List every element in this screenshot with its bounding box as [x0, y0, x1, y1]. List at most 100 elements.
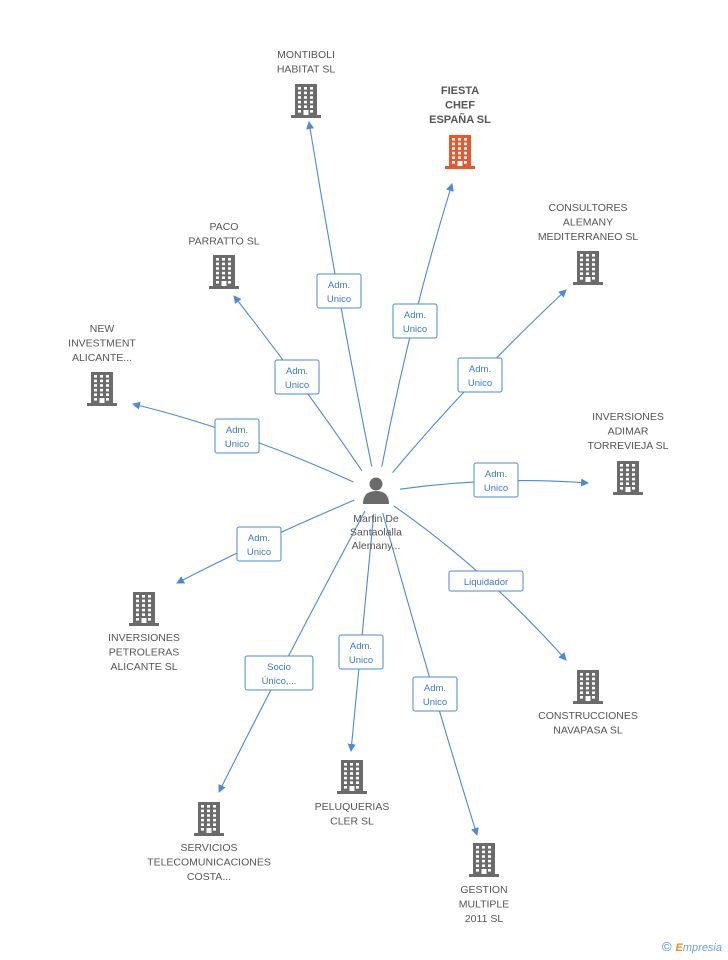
relation-box: [392, 303, 438, 339]
relation-label-gestion[interactable]: Adm. Unico: [412, 676, 458, 712]
relation-label-montiboli[interactable]: Adm. Unico: [316, 273, 362, 309]
company-icon-construcciones[interactable]: [573, 670, 603, 704]
relation-box: [274, 359, 320, 395]
company-icon-inversiones-adimar[interactable]: [613, 461, 643, 495]
relation-box: [214, 418, 260, 454]
company-name-line: MULTIPLE: [459, 899, 510, 911]
company-label-consultores[interactable]: CONSULTORES ALEMANY MEDITERRANEO SL: [538, 202, 639, 243]
company-name-line: ALICANTE...: [72, 352, 132, 364]
relation-text: Adm.: [350, 641, 372, 652]
company-name-line: TELECOMUNICACIONES: [147, 857, 271, 869]
relation-label-inversiones-adimar[interactable]: Adm. Unico: [473, 462, 519, 498]
relation-text: Adm.: [469, 364, 491, 375]
relation-text: Unico: [468, 378, 492, 389]
company-icon-new-investment[interactable]: [87, 372, 117, 406]
copyright-icon: ©: [661, 939, 672, 954]
company-label-new-investment[interactable]: NEW INVESTMENT ALICANTE...: [68, 323, 136, 364]
relation-text: Liquidador: [464, 577, 508, 588]
relation-label-fiesta[interactable]: Adm. Unico: [392, 303, 438, 339]
relation-label-inversiones-petroleras[interactable]: Adm. Unico: [236, 526, 282, 562]
relation-text: Adm.: [328, 280, 350, 291]
person-icon: [363, 477, 389, 504]
company-name-line: PELUQUERIAS: [315, 801, 390, 813]
relation-label-paco[interactable]: Adm. Unico: [274, 359, 320, 395]
company-label-construcciones[interactable]: CONSTRUCCIONES NAVAPASA SL: [538, 710, 638, 737]
relation-label-servicios[interactable]: SocioÚnico,...: [244, 655, 314, 691]
company-name-line: COSTA...: [187, 871, 231, 883]
relation-label-consultores[interactable]: Adm. Unico: [457, 357, 503, 393]
person-node[interactable]: Martin De SantaolallaAlemany...: [350, 477, 402, 553]
company-name-line: CONSULTORES: [549, 202, 628, 214]
company-name-line: ALEMANY: [563, 217, 613, 229]
company-name-line: CONSTRUCCIONES: [538, 710, 638, 722]
person-name-line: Martin De: [353, 513, 399, 525]
company-name-line: SERVICIOS: [181, 842, 238, 854]
company-name-line: FIESTA: [441, 85, 479, 97]
company-label-servicios[interactable]: SERVICIOS TELECOMUNICACIONES COSTA...: [147, 842, 271, 883]
company-name-line: GESTION: [460, 884, 507, 896]
company-name-line: PARRATTO SL: [188, 236, 259, 248]
relation-box: [473, 462, 519, 498]
brand-watermark: ©Empresia: [662, 939, 722, 954]
relation-box: [457, 357, 503, 393]
relation-text: Unico: [285, 380, 309, 391]
relation-text: Unico: [484, 483, 508, 494]
company-label-montiboli[interactable]: MONTIBOLI HABITAT SL: [277, 49, 336, 76]
relation-text: Unico: [327, 294, 351, 305]
brand-name: mpresia: [682, 942, 722, 954]
relation-text: Socio: [267, 662, 291, 673]
company-name-line: HABITAT SL: [277, 64, 336, 76]
relation-text: Unico: [225, 439, 249, 450]
person-name-line: Santaolalla: [350, 527, 402, 539]
relation-box: [236, 526, 282, 562]
relation-text: Unico: [423, 697, 447, 708]
edge-gestion: [382, 512, 479, 836]
company-name-line: NEW: [90, 323, 115, 335]
relation-label-new-investment[interactable]: Adm. Unico: [214, 418, 260, 454]
relation-text: Unico: [247, 547, 271, 558]
relation-box: [448, 570, 524, 592]
company-name-line: MONTIBOLI: [277, 49, 335, 61]
company-icon-paco[interactable]: [209, 255, 239, 289]
relation-box: [412, 676, 458, 712]
brand-initial: E: [675, 942, 683, 954]
company-icon-montiboli[interactable]: [291, 84, 321, 118]
relation-box: [244, 655, 314, 691]
company-label-inversiones-petroleras[interactable]: INVERSIONES PETROLERAS ALICANTE SL: [108, 632, 180, 673]
person-name-line: Alemany...: [352, 540, 401, 552]
company-name-line: ALICANTE SL: [110, 661, 177, 673]
company-name-line: INVERSIONES: [108, 632, 180, 644]
relation-box: [316, 273, 362, 309]
company-name-line: MEDITERRANEO SL: [538, 231, 639, 243]
company-icon-servicios[interactable]: [194, 802, 224, 836]
company-icon-fiesta[interactable]: [445, 135, 475, 169]
company-name-line: INVESTMENT: [68, 338, 136, 350]
relation-text: Adm.: [226, 425, 248, 436]
company-name-line: PETROLERAS: [109, 647, 180, 659]
relation-label-peluquerias[interactable]: Adm. Unico: [338, 634, 384, 670]
company-name-line: ESPAÑA SL: [429, 113, 491, 126]
relation-label-construcciones[interactable]: Liquidador: [448, 570, 524, 592]
relation-text: Unico: [403, 324, 427, 335]
company-icon-inversiones-petroleras[interactable]: [129, 592, 159, 626]
relation-text: Adm.: [485, 469, 507, 480]
relation-box: [338, 634, 384, 670]
relation-text: Adm.: [404, 310, 426, 321]
relation-text: Único,...: [262, 676, 297, 687]
company-icon-gestion[interactable]: [469, 843, 499, 877]
company-icon-consultores[interactable]: [573, 251, 603, 285]
company-label-peluquerias[interactable]: PELUQUERIAS CLER SL: [315, 801, 390, 828]
relation-text: Adm.: [286, 366, 308, 377]
company-name-line: NAVAPASA SL: [553, 725, 623, 737]
company-icon-peluquerias[interactable]: [337, 760, 367, 794]
relation-text: Unico: [349, 655, 373, 666]
company-name-line: CLER SL: [330, 816, 374, 828]
company-name-line: ADIMAR: [608, 426, 649, 438]
relation-text: Adm.: [424, 683, 446, 694]
relation-text: Adm.: [248, 533, 270, 544]
